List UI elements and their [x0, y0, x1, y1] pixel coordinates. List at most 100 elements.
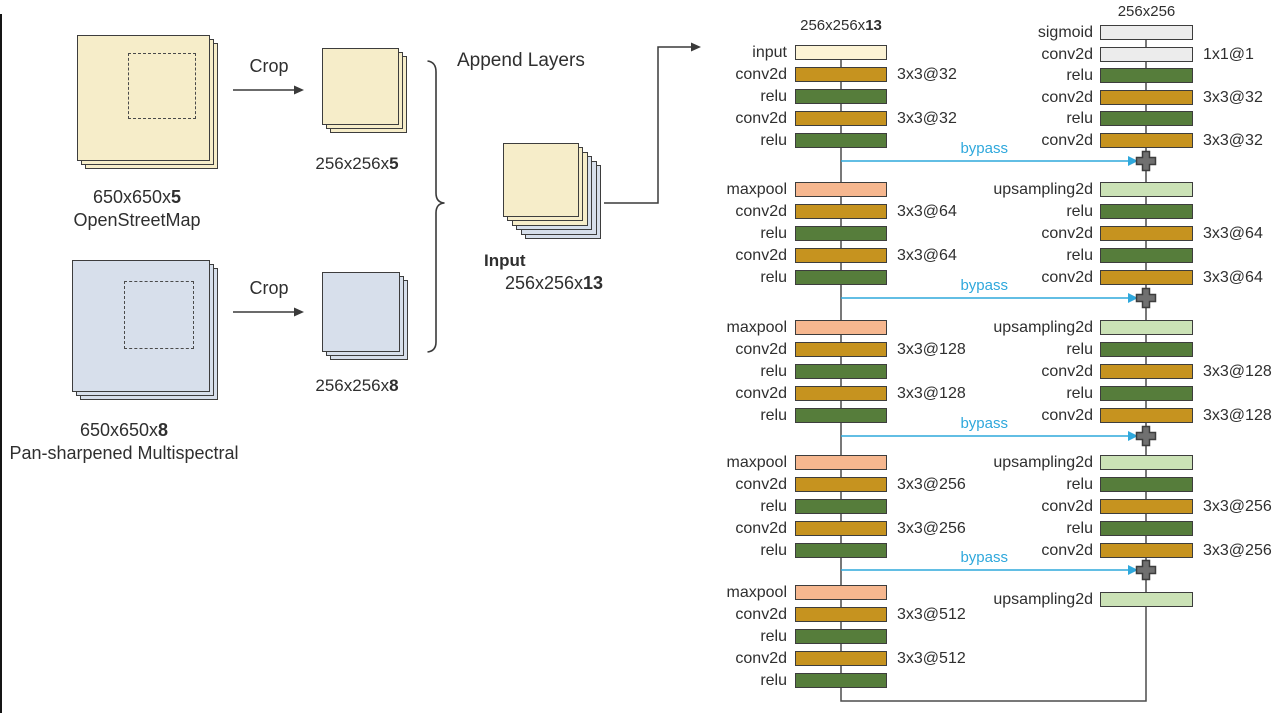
kernel-size-annotation: 3x3@128 — [897, 385, 966, 402]
relu-layer-bar — [795, 673, 887, 688]
conv2d-layer-bar — [795, 607, 887, 622]
relu-layer-bar — [795, 408, 887, 423]
kernel-size-annotation: 3x3@128 — [1203, 407, 1272, 424]
kernel-size-annotation: 3x3@64 — [1203, 269, 1263, 286]
layer-label-conv2d: conv2d — [735, 650, 787, 667]
layer-label-relu: relu — [1066, 110, 1093, 127]
layer-label-relu: relu — [1066, 385, 1093, 402]
osm-crop-size-prefix: 256x256x — [315, 154, 390, 173]
encoder-input-size: 256x256x13 — [790, 17, 892, 35]
layer-label-conv2d: conv2d — [1041, 542, 1093, 559]
layer-label-relu: relu — [760, 407, 787, 424]
input-stack — [503, 143, 579, 217]
layer-label-conv2d: conv2d — [1041, 407, 1093, 424]
relu-layer-bar — [1100, 386, 1193, 401]
layer-label-conv2d: conv2d — [735, 66, 787, 83]
bypass-arrow-head-4 — [1128, 565, 1138, 575]
layer-label-relu: relu — [1066, 341, 1093, 358]
ms-caption: 650x650x8 Pan-sharpened Multispectral — [4, 419, 244, 465]
osm-channels: 5 — [171, 187, 182, 207]
ms-size-label: 650x650x8 — [4, 419, 244, 442]
encoder-size-channels: 13 — [865, 17, 882, 34]
ms-channels: 8 — [158, 420, 169, 440]
relu-layer-bar — [1100, 521, 1193, 536]
conv2d-layer-bar — [795, 67, 887, 82]
layer-label-relu: relu — [1066, 476, 1093, 493]
input-arrow-head — [691, 42, 701, 52]
conv2d-layer-bar — [795, 342, 887, 357]
layer-label-conv2d: conv2d — [1041, 89, 1093, 106]
conv2d-layer-bar — [1100, 226, 1193, 241]
layer-label-relu: relu — [760, 132, 787, 149]
input-arrow — [604, 46, 691, 204]
crop-region-dashed-box — [124, 281, 194, 349]
bypass-arrow-head-3 — [1128, 431, 1138, 441]
relu-layer-bar — [1100, 477, 1193, 492]
layer-label-maxpool: maxpool — [726, 454, 787, 471]
layer-label-relu: relu — [760, 88, 787, 105]
osm-name-label: OpenStreetMap — [73, 210, 201, 230]
layer-label-conv2d: conv2d — [1041, 132, 1093, 149]
input-layer-bar — [795, 45, 887, 60]
kernel-size-annotation: 3x3@32 — [1203, 132, 1263, 149]
layer-label-conv2d: conv2d — [1041, 363, 1093, 380]
layer-label-relu: relu — [1066, 247, 1093, 264]
layer-label-conv2d: conv2d — [735, 606, 787, 623]
sigmoid-layer-bar — [1100, 25, 1193, 40]
layer-label-maxpool: maxpool — [726, 181, 787, 198]
kernel-size-annotation: 3x3@64 — [897, 203, 957, 220]
conv2d-layer-bar — [1100, 408, 1193, 423]
layer-label-conv2d: conv2d — [735, 203, 787, 220]
bypass-label-2: bypass — [960, 277, 1008, 294]
relu-layer-bar — [795, 543, 887, 558]
relu-layer-bar — [795, 270, 887, 285]
ms-crop-size-label: 256x256x8 — [302, 376, 412, 396]
decoder-output-size: 256x256 — [1117, 3, 1176, 20]
conv2d-layer-bar — [1100, 499, 1193, 514]
crop-arrow-ms-head — [294, 307, 304, 317]
layer-label-relu: relu — [760, 628, 787, 645]
upsampling2d-layer-bar — [1100, 182, 1193, 197]
relu-layer-bar — [1100, 204, 1193, 219]
input-channels: 13 — [583, 273, 604, 293]
upsampling2d-layer-bar — [1100, 320, 1193, 335]
kernel-size-annotation: 3x3@32 — [1203, 89, 1263, 106]
kernel-size-annotation: 3x3@512 — [897, 606, 966, 623]
conv2d-layer-bar — [1100, 270, 1193, 285]
osm-caption: 650x650x5 OpenStreetMap — [37, 186, 237, 232]
layer-label-conv2d: conv2d — [735, 247, 787, 264]
kernel-size-annotation: 3x3@512 — [897, 650, 966, 667]
layer-label-conv2d: conv2d — [735, 385, 787, 402]
conv2d-layer-bar — [795, 477, 887, 492]
relu-layer-bar — [795, 133, 887, 148]
screen-edge-line — [0, 14, 2, 713]
add-icon-3 — [1135, 425, 1157, 447]
upsampling2d-layer-bar — [1100, 455, 1193, 470]
layer-label-relu: relu — [760, 269, 787, 286]
relu-layer-bar — [795, 226, 887, 241]
relu-layer-bar — [795, 499, 887, 514]
layer-label-conv2d: conv2d — [1041, 498, 1093, 515]
layer-label-conv2d: conv2d — [735, 341, 787, 358]
relu-layer-bar — [1100, 248, 1193, 263]
conv2d-layer-bar — [1100, 364, 1193, 379]
crop-arrow-osm-head — [294, 85, 304, 95]
ms-image-stack — [72, 260, 210, 392]
osm-image-stack — [77, 35, 210, 161]
bypass-label-4: bypass — [960, 549, 1008, 566]
bypass-label-1: bypass — [960, 140, 1008, 157]
conv2d-layer-bar — [795, 111, 887, 126]
layer-label-relu: relu — [1066, 67, 1093, 84]
add-icon-2 — [1135, 287, 1157, 309]
conv2d-layer-bar — [795, 386, 887, 401]
ms-name-label: Pan-sharpened Multispectral — [9, 443, 239, 463]
osm-crop-size-label: 256x256x5 — [302, 154, 412, 174]
kernel-size-annotation: 3x3@256 — [1203, 542, 1272, 559]
layer-label-sigmoid: sigmoid — [1037, 24, 1093, 41]
bypass-arrow-head-2 — [1128, 293, 1138, 303]
conv1x1-layer-bar — [1100, 47, 1193, 62]
layer-label-conv2d: conv2d — [735, 110, 787, 127]
maxpool-layer-bar — [795, 585, 887, 600]
ms-crop-stack — [322, 272, 400, 352]
input-stack-title: Input — [484, 251, 526, 270]
